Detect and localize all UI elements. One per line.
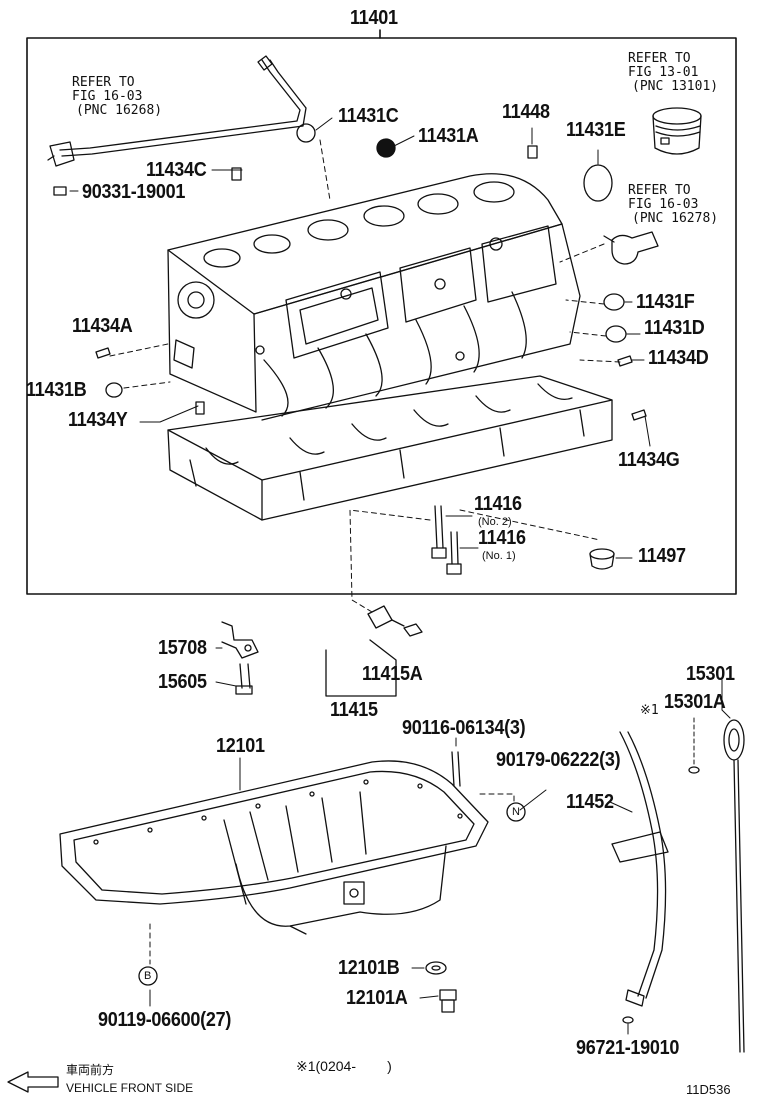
seal-90331-drawing — [54, 187, 66, 195]
assembly-frame — [27, 38, 736, 594]
callout-11434d: 11434D — [648, 347, 709, 369]
refer-note-16278-line3: (PNC 16278) — [632, 211, 719, 226]
callout-15301: 15301 — [686, 663, 735, 685]
callout-11416-no1: 11416 — [478, 527, 526, 549]
figure-id: 11D536 — [686, 1082, 731, 1097]
callout-11434c: 11434C — [146, 159, 207, 181]
refer-note-13101-line2: FIG 13-01 — [628, 65, 699, 80]
marker-star-1: ※1 — [640, 703, 659, 718]
callout-90179: 90179-06222(3) — [496, 749, 621, 771]
pin-11434g-drawing — [632, 410, 646, 420]
front-direction-arrow — [8, 1072, 58, 1092]
elbow-fitting-drawing — [604, 232, 658, 264]
stud-90116-drawing — [452, 752, 460, 786]
front-direction-label-jp: 車両前方 — [66, 1063, 115, 1077]
refer-note-16268-line3: (PNC 16268) — [76, 103, 163, 118]
dipstick-drawing — [724, 720, 744, 1052]
bolt-15605-drawing — [236, 664, 252, 694]
marker-n-letter: N — [512, 806, 520, 818]
pin-11434d-drawing — [618, 356, 632, 366]
refer-note-13101-line1: REFER TO — [628, 51, 691, 66]
o-ring-15301a-drawing — [689, 767, 699, 773]
callout-11434g: 11434G — [618, 449, 680, 471]
assembly-label-11401: 11401 — [350, 7, 398, 29]
callout-11431f: 11431F — [636, 291, 695, 313]
marker-b-circle — [139, 967, 157, 985]
callout-15605: 15605 — [158, 671, 207, 693]
piston-drawing — [653, 108, 701, 154]
drain-plug-12101a-drawing — [440, 990, 456, 1012]
plug-11431a-drawing — [377, 139, 395, 157]
callout-11431d: 11431D — [644, 317, 705, 339]
cylinder-block-drawing — [168, 174, 580, 420]
refer-note-16268-line1: REFER TO — [72, 75, 135, 90]
oil-pan-drawing — [60, 761, 488, 934]
front-direction-label-en: VEHICLE FRONT SIDE — [66, 1081, 194, 1095]
callout-12101: 12101 — [216, 735, 265, 757]
dipstick-guide-drawing — [612, 732, 668, 1006]
callout-96721: 96721-19010 — [576, 1037, 680, 1059]
sublabel-no2: (No. 2) — [478, 516, 512, 528]
callout-11415: 11415 — [330, 699, 378, 721]
plug-11431f-drawing — [604, 294, 624, 310]
bolt-11416-no1-drawing — [447, 532, 461, 574]
lower-crankcase-drawing — [168, 376, 612, 520]
callout-11497: 11497 — [638, 545, 686, 567]
breather-pipe-drawing — [48, 56, 306, 166]
knock-sensor-drawing — [326, 606, 422, 696]
plug-11497-drawing — [590, 549, 614, 569]
callout-90116: 90116-06134(3) — [402, 717, 526, 739]
callout-15708: 15708 — [158, 637, 207, 659]
callout-11431b: 11431B — [26, 379, 87, 401]
pin-11448-drawing — [528, 146, 537, 158]
refer-note-13101-line3: (PNC 13101) — [632, 79, 719, 94]
plug-11431e-drawing — [584, 165, 612, 201]
gasket-12101b-drawing — [426, 962, 446, 974]
callout-11416-no2: 11416 — [474, 493, 522, 515]
refer-note-16268-line2: FIG 16-03 — [72, 89, 143, 104]
bracket-15708-drawing — [222, 622, 258, 658]
callout-11434a: 11434A — [72, 315, 133, 337]
marker-b-letter: B — [144, 970, 152, 982]
bolt-11416-no2-drawing — [432, 506, 446, 558]
callout-11431e: 11431E — [566, 119, 626, 141]
callout-11415a: 11415A — [362, 663, 423, 685]
refer-note-16278-line2: FIG 16-03 — [628, 197, 699, 212]
plug-11431c-drawing — [297, 124, 315, 142]
pin-11434y-drawing — [196, 402, 204, 414]
callout-90119: 90119-06600(27) — [98, 1009, 232, 1031]
sublabel-no1: (No. 1) — [482, 550, 516, 562]
plug-11431b-drawing — [106, 383, 122, 397]
marker-n-circle — [507, 803, 525, 821]
footnote-star-1: ※1(0204- ) — [296, 1058, 392, 1074]
pin-11434a-drawing — [96, 348, 110, 358]
callout-12101a: 12101A — [346, 987, 408, 1009]
callout-11431c: 11431C — [338, 105, 399, 127]
washer-96721-drawing — [623, 1017, 633, 1023]
plug-11431d-drawing — [606, 326, 626, 342]
pin-11434c-drawing — [232, 168, 241, 180]
refer-note-16278-line1: REFER TO — [628, 183, 691, 198]
callout-12101b: 12101B — [338, 957, 400, 979]
callout-11431a: 11431A — [418, 125, 479, 147]
callout-11452: 11452 — [566, 791, 614, 813]
callout-11448: 11448 — [502, 101, 550, 123]
callout-90331: 90331-19001 — [82, 181, 186, 203]
callout-11434y: 11434Y — [68, 409, 128, 431]
callout-15301a: 15301A — [664, 691, 726, 713]
